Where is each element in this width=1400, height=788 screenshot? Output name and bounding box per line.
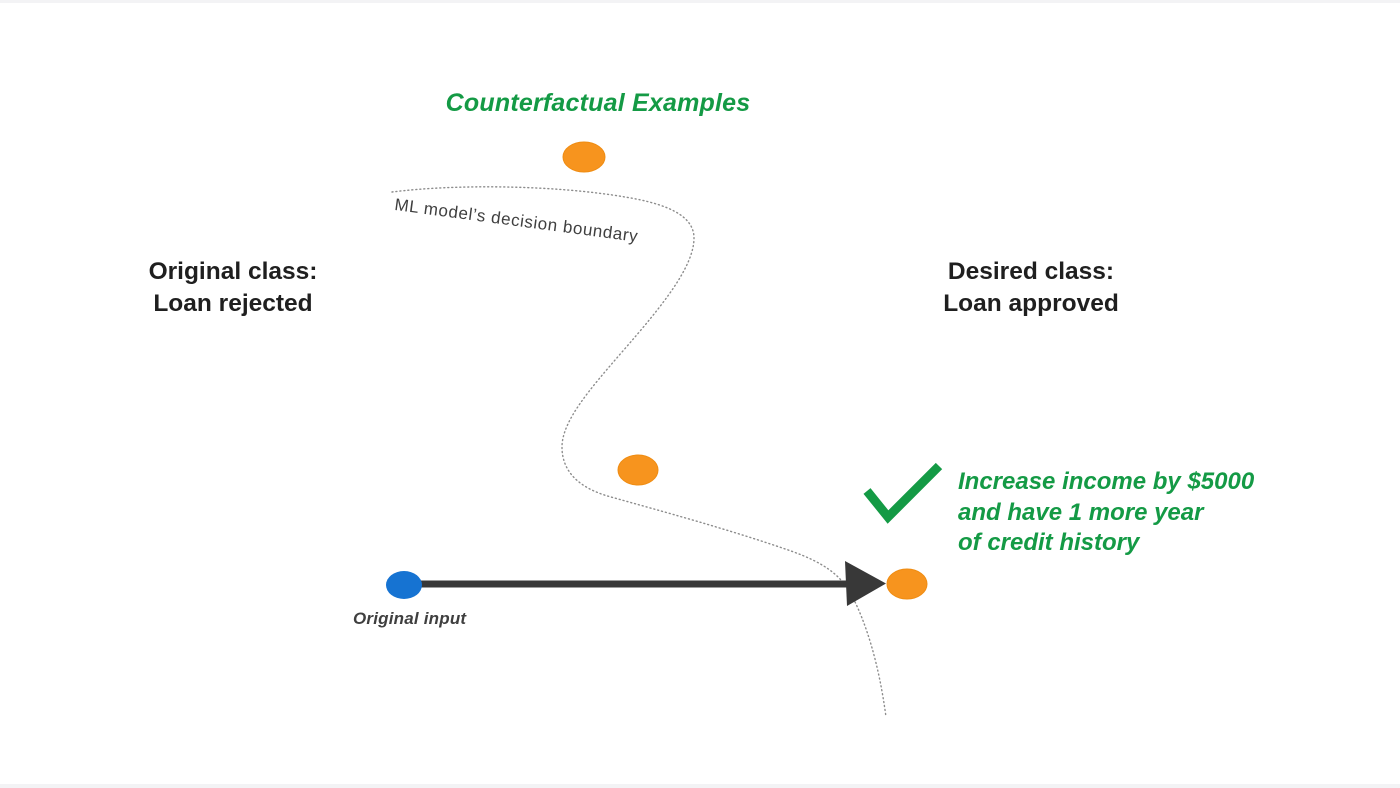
original-input-label: Original input <box>353 609 467 628</box>
original-class-label: Original class: Loan rejected <box>148 258 318 317</box>
counterfactual-dot-middle <box>617 454 659 486</box>
checkmark-icon <box>863 462 943 524</box>
diagram-title: Counterfactual Examples <box>445 89 751 117</box>
bottom-edge-strip <box>0 784 1400 788</box>
arrow-head-icon <box>845 561 886 606</box>
counterfactual-annotation: Increase income by $5000 and have 1 more… <box>958 468 1255 556</box>
counterfactual-dot-top <box>562 141 606 173</box>
counterfactual-dot-accepted <box>886 568 928 600</box>
top-edge-strip <box>0 0 1400 3</box>
desired-class-label: Desired class: Loan approved <box>943 258 1119 317</box>
decision-boundary-curve <box>391 186 887 718</box>
original-input-dot <box>386 571 422 599</box>
